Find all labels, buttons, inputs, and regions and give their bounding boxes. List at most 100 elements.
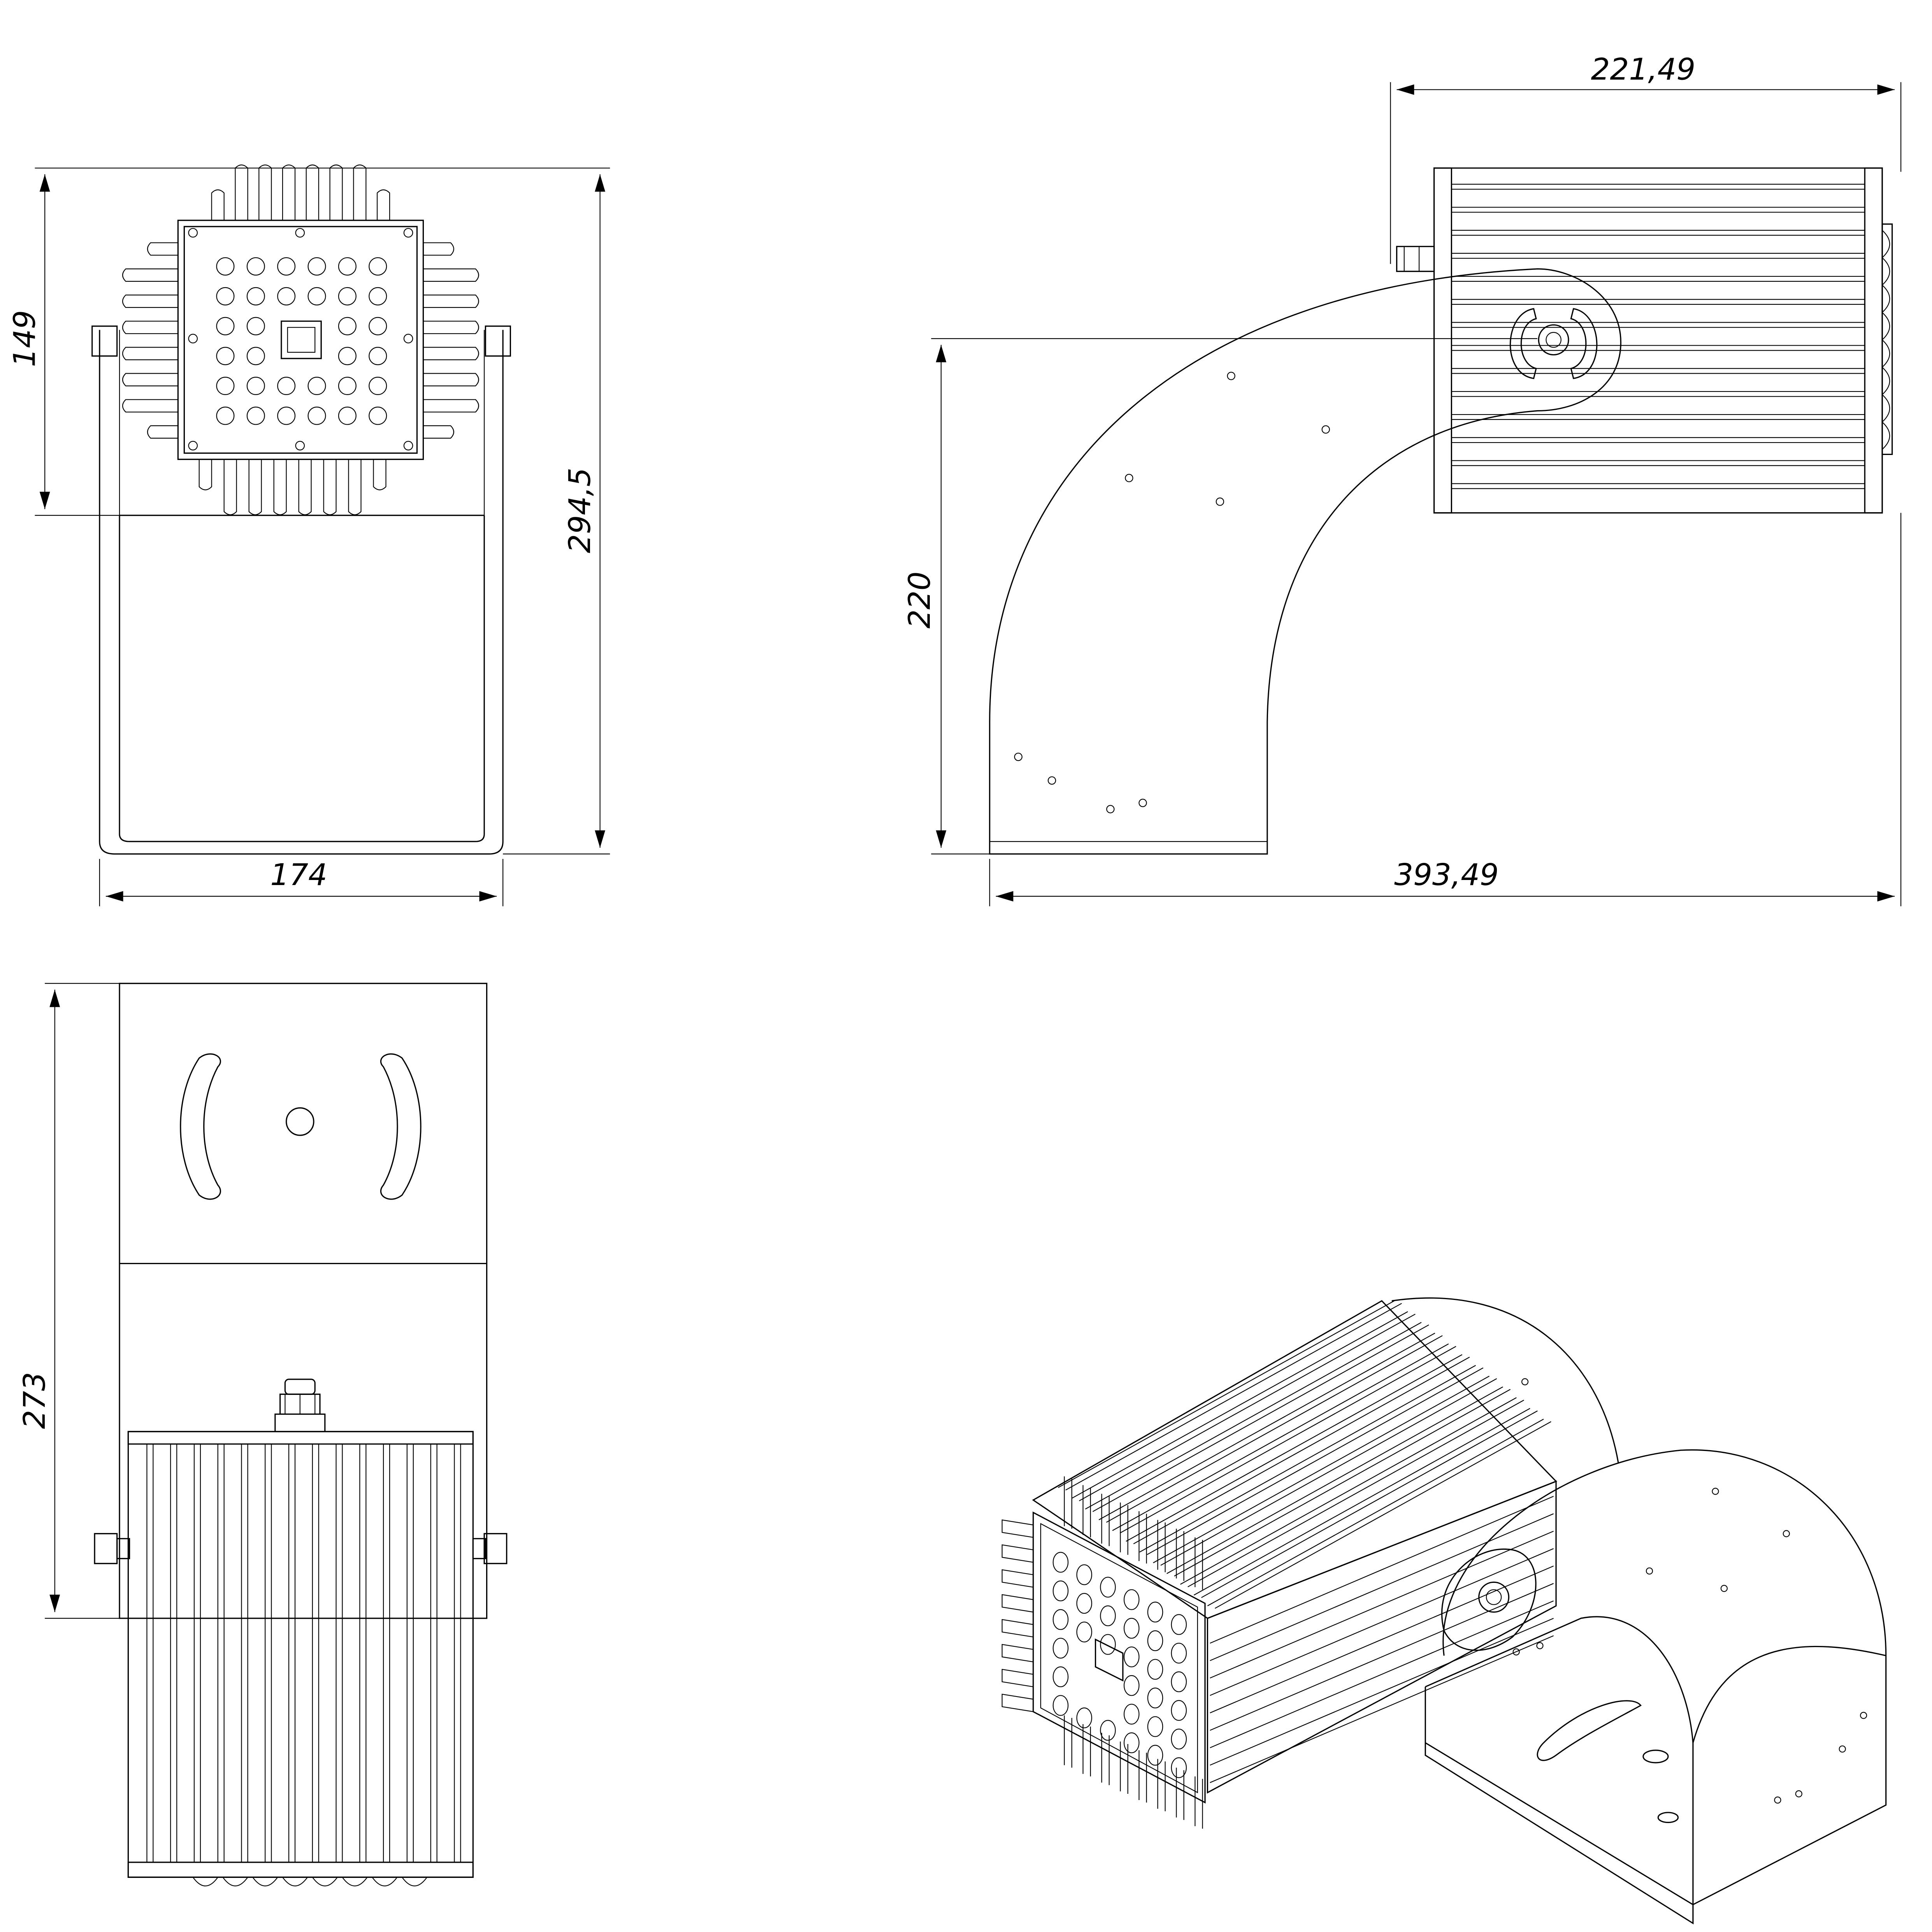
iso-led [1148,1745,1163,1765]
center-sensor [281,321,321,358]
iso-fin-line [1093,1325,1429,1512]
top-view [95,984,507,1886]
pivot-slot-right [1571,309,1597,378]
front-view [92,165,511,854]
iso-plate-fin [1158,1520,1165,1572]
iso-side-fin [1210,1566,1554,1713]
fin-right [423,426,453,438]
iso-led [1100,1635,1115,1654]
led-array [217,258,387,425]
iso-plate-fin [1139,1750,1147,1802]
heatsink-fins [123,165,479,515]
iso-led [1100,1606,1115,1626]
fin-top [235,165,248,220]
iso-led [1171,1729,1186,1749]
led [339,288,356,305]
pivot-slot-left [1510,309,1536,378]
fin-bottom [299,459,311,515]
top-lens-bump [342,1877,367,1886]
iso-fin-line [1161,1379,1497,1565]
fin-left [123,374,178,386]
iso-bracket-base [1425,1687,1693,1923]
iso-led [1077,1708,1092,1728]
top-lens-bump [283,1877,307,1886]
iso-plate-fin [1083,1724,1091,1776]
side-lens-bump [1882,285,1890,312]
iso-fin-line [1072,1312,1408,1498]
plate-screw [404,441,413,450]
top-bracket [119,984,487,1618]
iso-led [1077,1622,1092,1642]
led [217,347,234,365]
iso-bracket-front-arc [1443,1450,1886,1904]
iso-fin-line [1126,1354,1462,1541]
fin-top [306,165,319,220]
iso-plate-fin [1002,1619,1033,1637]
iso-plate-fin [1158,1759,1165,1811]
fin-left [123,321,178,334]
iso-fin-line [1153,1376,1489,1563]
fin-bottom [249,459,262,515]
led [278,288,295,305]
iso-led [1148,1631,1163,1651]
fin-top [212,190,224,220]
plate-screws [189,228,413,450]
side-lens-bump [1882,340,1890,367]
iso-fin-line [1188,1400,1524,1587]
dim-221-49: 221,49 [1591,53,1696,87]
iso-fin-line [1180,1398,1517,1584]
led [339,258,356,275]
led [217,407,234,425]
iso-side-fin [1210,1583,1554,1730]
iso-plate-fin [1177,1768,1184,1820]
iso-led [1053,1581,1068,1601]
iso-led [1148,1717,1163,1737]
side-bracket [990,269,1621,854]
mounting-holes [1015,372,1330,813]
led [339,318,356,335]
led [369,347,386,365]
iso-plate-fin [1002,1694,1033,1712]
iso-led-array [1053,1552,1186,1777]
plate-screw [404,228,413,237]
fin-left [123,295,178,307]
iso-sensor [1096,1639,1123,1681]
top-lens-bump [402,1877,427,1886]
iso-plate-fin [1083,1485,1091,1537]
fin-right [423,374,478,386]
led [308,288,326,305]
fin-bottom [324,459,336,515]
led-plate-outer [178,220,423,459]
dim-393-49: 393,49 [1394,858,1499,892]
iso-fin-line [1215,1422,1551,1609]
fin-top [377,190,390,220]
led [369,407,386,425]
led [247,407,265,425]
iso-bracket-back [1392,1298,1618,1463]
lamp-body-side [1434,168,1892,513]
iso-plate-fin [1177,1529,1184,1581]
led [247,347,265,365]
side-lens-bump [1882,313,1890,340]
plate-screw [404,334,413,343]
led [308,377,326,395]
iso-side-fin [1210,1618,1554,1765]
iso-led [1171,1672,1186,1692]
left-nut [92,326,117,356]
iso-fin-line [1140,1365,1476,1552]
led [369,318,386,335]
top-slot-left [181,1054,221,1199]
top-center-hole [286,1108,314,1135]
iso-led [1053,1552,1068,1572]
iso-led [1053,1638,1068,1658]
led [369,258,386,275]
fin-right [423,295,478,307]
iso-fin-line [1120,1346,1456,1533]
iso-plate-fin [1064,1476,1072,1528]
dim-294-5: 294,5 [563,467,597,553]
plate-screw [189,441,197,450]
led [369,288,386,305]
fin-left [148,426,178,438]
iso-plate-fin [1102,1733,1109,1785]
